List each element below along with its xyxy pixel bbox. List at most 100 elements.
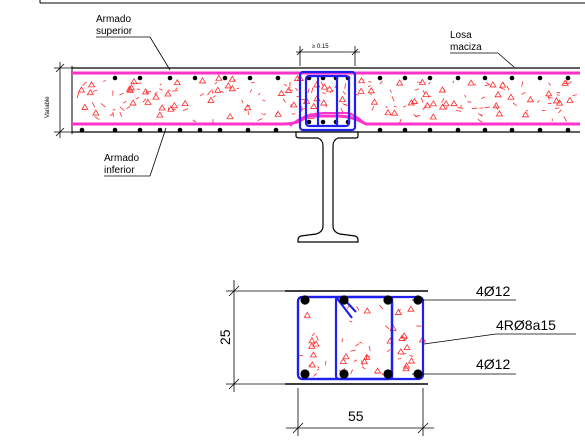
hatch-mark [548,82,551,86]
rebar-dot [137,127,143,133]
hatch-mark [545,90,553,97]
rebar-dot [273,127,279,133]
hatch-mark [317,368,320,371]
hatch-mark [136,88,140,90]
rebar-dot [383,295,393,305]
hatch-mark [568,80,572,85]
hatch-mark [485,81,490,85]
hatch-mark [494,104,499,110]
rebar-dot [137,75,143,81]
rebar-dot [383,369,393,379]
hatch-mark [373,367,382,374]
hatch-mark [477,113,483,117]
stirrup-cage [298,70,357,132]
hatch-mark [390,109,399,116]
rebar-dot [377,127,383,133]
hatch-mark [181,99,189,107]
height-dimension [226,280,286,392]
rebar-dot [306,119,312,125]
frame [39,0,585,4]
hatch-mark [495,110,504,117]
hatch-mark [394,308,403,315]
hatch-mark [556,94,560,96]
hatch-mark [507,93,515,100]
hatch-mark [561,79,569,86]
hatch-mark [264,112,267,116]
hatch-mark [159,88,163,91]
hatch-mark [215,74,223,81]
hatch-mark [274,110,282,117]
rebar-dot [222,75,228,81]
rebar-dot [177,127,183,133]
hatch-mark [407,305,415,312]
hatch-mark [92,89,98,92]
hatch-mark [156,111,164,118]
rebar-dot [300,295,310,305]
hatch-mark [303,311,311,318]
hatch-mark [407,99,415,106]
rebar-dot [167,75,173,81]
rebar-dot [300,369,310,379]
rebar-dot [157,127,163,133]
hatch-mark [401,338,408,342]
hatch-mark [214,86,222,93]
hatch-mark [290,104,292,107]
hatch-mark [547,96,550,101]
hatch-mark [284,83,288,87]
hatch-mark [275,112,279,114]
hatch-mark [192,119,197,123]
variable-label: Variable [45,96,51,118]
hatch-mark [521,81,523,87]
hatch-mark [159,83,162,86]
hatch-mark [464,94,467,98]
hatch-mark [261,113,264,115]
rebar-dot [537,75,543,81]
hatch-mark [367,87,375,94]
hatch-mark [481,96,486,99]
hatch-mark [360,357,369,365]
hatch-mark [342,91,347,95]
hatch-mark [341,338,343,343]
hatch-mark [214,81,218,85]
hatch-mark [563,116,568,122]
hatch-mark [282,98,286,103]
hatch-mark [369,93,373,95]
hatch-mark [324,104,328,107]
hatch-mark [112,111,115,117]
hatch-mark [307,88,310,94]
hatch-mark [484,106,491,109]
hatch-mark [94,116,100,120]
hatch-mark [467,79,475,86]
hatch-mark [428,81,431,85]
slab-section [71,66,580,243]
hatch-mark [379,304,384,310]
hatch-mark [77,86,86,93]
hatch-mark [317,366,320,369]
hatch-mark [175,87,178,91]
variable-dimension [54,62,76,138]
losa-maciza-callout: Losa maciza [450,30,515,68]
hatch-mark [182,108,189,112]
hatch-mark [142,98,147,103]
hatch-mark [484,84,491,86]
hatch-mark [357,76,366,84]
hatch-mark [100,103,106,108]
hatch-mark [442,99,450,107]
hatch-mark [226,112,234,120]
armado-superior-label-2: superior [96,26,133,37]
hatch-mark [359,341,363,344]
hatch-mark [386,349,391,353]
hatch-mark [457,107,464,109]
hatch-mark [173,78,181,86]
hatch-mark [572,94,577,97]
rebar-dot [402,127,408,133]
hatch-mark [455,109,462,112]
hatch-mark [320,83,329,90]
rebar-dot [509,127,515,133]
hatch-mark [344,83,347,89]
rebar-dot [482,75,488,81]
rebar-dot [455,75,461,81]
hatch-mark [171,108,177,111]
hatch-mark [555,99,564,106]
rebar-dot [427,75,433,81]
